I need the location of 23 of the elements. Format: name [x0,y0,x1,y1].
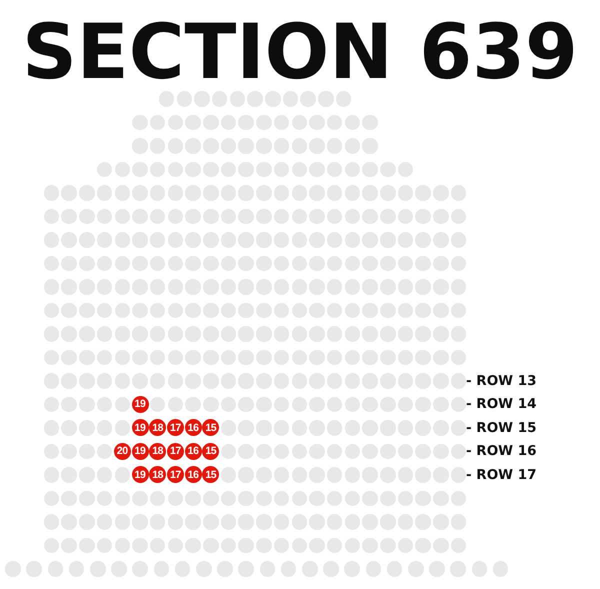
row-label: - ROW 13 [466,372,537,389]
numbered-seat: 15 [202,466,220,484]
numbered-seat: 18 [149,466,166,484]
numbered-seat: 16 [184,466,202,484]
row-label: - ROW 14 [466,396,537,412]
row-label: - ROW 16 [466,443,537,460]
numbered-seat: 19 [132,466,148,484]
numbered-seat: 17 [166,442,184,460]
row-label: - ROW 15 [466,420,537,436]
section-title: SECTION 639 [21,14,579,90]
numbered-seat: 16 [184,419,202,436]
numbered-seat: 19 [132,419,148,436]
numbered-seat: 18 [149,442,166,460]
numbered-seat: 20 [114,442,131,460]
numbered-seat: 16 [184,442,202,460]
numbered-seat: 17 [166,466,184,484]
numbered-seat: 15 [202,442,220,460]
numbered-seat: 19 [132,396,148,413]
numbered-seat: 17 [166,419,184,436]
numbered-seat: 19 [132,442,148,460]
row-label: - ROW 17 [466,466,537,483]
numbered-seat: 15 [202,419,220,436]
numbered-seat: 18 [149,419,166,436]
